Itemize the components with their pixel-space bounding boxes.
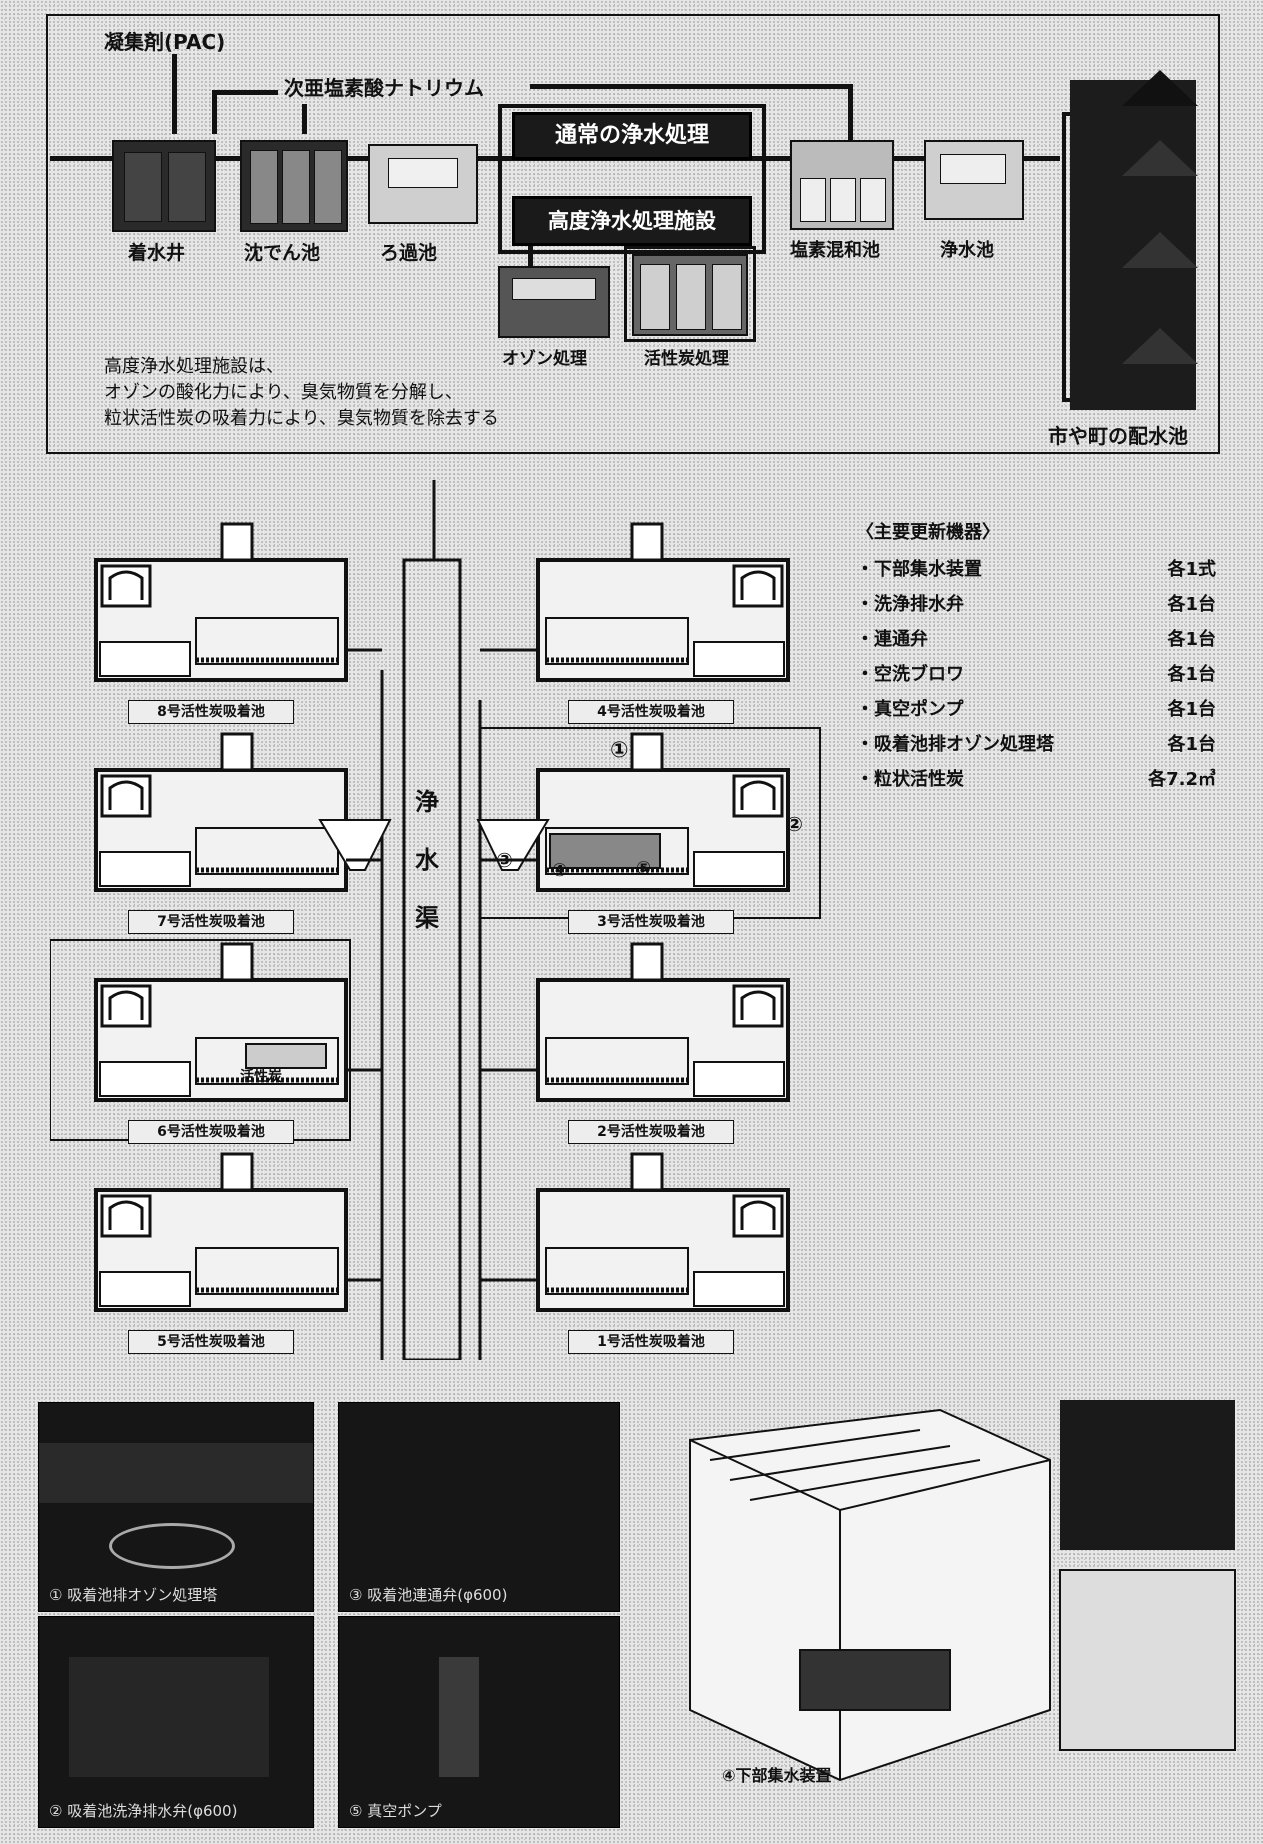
distribution-bracket	[1062, 112, 1070, 402]
reservoir-1	[1122, 70, 1198, 106]
pool-name-8: 8号活性炭吸着池	[128, 700, 294, 724]
hypochlorite-pipe-c	[302, 104, 307, 134]
hypochlorite-pipe-b	[212, 90, 278, 95]
equipment-list: 〈主要更新機器〉 ・下部集水装置各1式 ・洗浄排水弁各1台 ・連通弁各1台 ・空…	[856, 514, 1216, 797]
advanced-pipe	[528, 246, 533, 266]
equipment-title: 〈主要更新機器〉	[856, 522, 1000, 543]
adsorption-pool-plan	[50, 480, 821, 1360]
underdrain-caption: ④下部集水装置	[722, 1766, 832, 1785]
photo-caption: ② 吸着池洗浄排水弁(φ600)	[49, 1802, 238, 1820]
reservoir-3	[1122, 232, 1198, 268]
reservoir-2	[1122, 140, 1198, 176]
ozone-tank	[498, 266, 610, 338]
equipment-item: ・洗浄排水弁各1台	[856, 594, 1216, 615]
photo-communication-valve: ③ 吸着池連通弁(φ600)	[338, 1402, 620, 1612]
normal-process-box: 通常の浄水処理	[512, 112, 752, 160]
carbon-label: 活性炭処理	[644, 349, 729, 369]
filter-tank	[368, 144, 478, 224]
photo-caption: ③ 吸着池連通弁(φ600)	[349, 1586, 508, 1604]
hypochlorite-pipe-e	[848, 84, 853, 140]
right-pools	[536, 522, 790, 1312]
pool-name-5: 5号活性炭吸着池	[128, 1330, 294, 1354]
coagulant-label: 凝集剤(PAC)	[104, 30, 226, 54]
carbon-bed-label: 活性炭	[240, 1069, 282, 1085]
coagulant-pipe	[172, 54, 177, 134]
carbon-tank-frame	[624, 246, 756, 342]
clear-water-tank	[924, 140, 1024, 220]
distribution-label: 市や町の配水池	[1048, 424, 1188, 448]
stage-clear-water: 浄水池	[940, 240, 994, 261]
underdrain-drawing	[689, 1400, 1236, 1782]
hypochlorite-label: 次亜塩素酸ナトリウム	[284, 76, 484, 100]
channel-char-1: 浄	[415, 788, 439, 816]
channel-outline	[402, 558, 462, 1360]
pool-name-2: 2号活性炭吸着池	[568, 1120, 734, 1144]
bypass-box	[498, 104, 766, 254]
hypochlorite-pipe-a	[212, 90, 217, 134]
stage-sedimentation: 沈でん池	[244, 242, 321, 264]
advanced-process-box: 高度浄水処理施設	[512, 196, 752, 246]
equipment-item: ・吸着池排オゾン処理塔各1台	[856, 734, 1216, 755]
photo-ozone-tower: ① 吸着池排オゾン処理塔	[38, 1402, 314, 1612]
chlorine-mixing-tank	[790, 140, 894, 230]
equipment-item: ・連通弁各1台	[856, 629, 1216, 650]
marker-4: ④	[552, 860, 568, 881]
photo-caption: ⑤ 真空ポンプ	[349, 1802, 442, 1820]
marker-2: ②	[786, 812, 803, 836]
pool-name-3: 3号活性炭吸着池	[568, 910, 734, 934]
sedimentation-tank	[240, 140, 348, 232]
pool-name-6: 6号活性炭吸着池	[128, 1120, 294, 1144]
note-line-3: 粒状活性炭の吸着力により、臭気物質を除去する	[104, 408, 499, 429]
hypochlorite-pipe-d	[530, 84, 850, 89]
stage-chlorine-mixing: 塩素混和池	[790, 240, 880, 261]
marker-5: ⑤	[636, 858, 652, 879]
equipment-item: ・真空ポンプ各1台	[856, 699, 1216, 720]
channel-char-2: 水	[415, 846, 439, 874]
photo-vacuum-pump: ⑤ 真空ポンプ	[338, 1616, 620, 1828]
equipment-item: ・下部集水装置各1式	[856, 559, 1216, 580]
pool-name-1: 1号活性炭吸着池	[568, 1330, 734, 1354]
ozone-label: オゾン処理	[502, 349, 587, 369]
stage-filtration: ろ過池	[380, 242, 438, 264]
photo-wash-drain-valve: ② 吸着池洗浄排水弁(φ600)	[38, 1616, 314, 1828]
pool-name-7: 7号活性炭吸着池	[128, 910, 294, 934]
flow-panel	[46, 14, 1220, 454]
equipment-item: ・粒状活性炭各7.2㎥	[856, 769, 1216, 790]
note-line-2: オゾンの酸化力により、臭気物質を分解し、	[104, 382, 463, 403]
left-pools	[94, 522, 348, 1312]
pool-name-4: 4号活性炭吸着池	[568, 700, 734, 724]
stage-receiving-well: 着水井	[128, 242, 186, 264]
receiving-well-tank	[112, 140, 216, 232]
photo-caption: ① 吸着池排オゾン処理塔	[49, 1586, 218, 1604]
marker-1: ①	[610, 738, 629, 763]
equipment-item: ・空洗ブロワ各1台	[856, 664, 1216, 685]
marker-3: ③	[496, 848, 513, 872]
channel-char-3: 渠	[415, 904, 439, 932]
note-line-1: 高度浄水処理施設は、	[104, 356, 284, 377]
carbon-tank	[632, 254, 748, 336]
reservoir-4	[1122, 328, 1198, 364]
